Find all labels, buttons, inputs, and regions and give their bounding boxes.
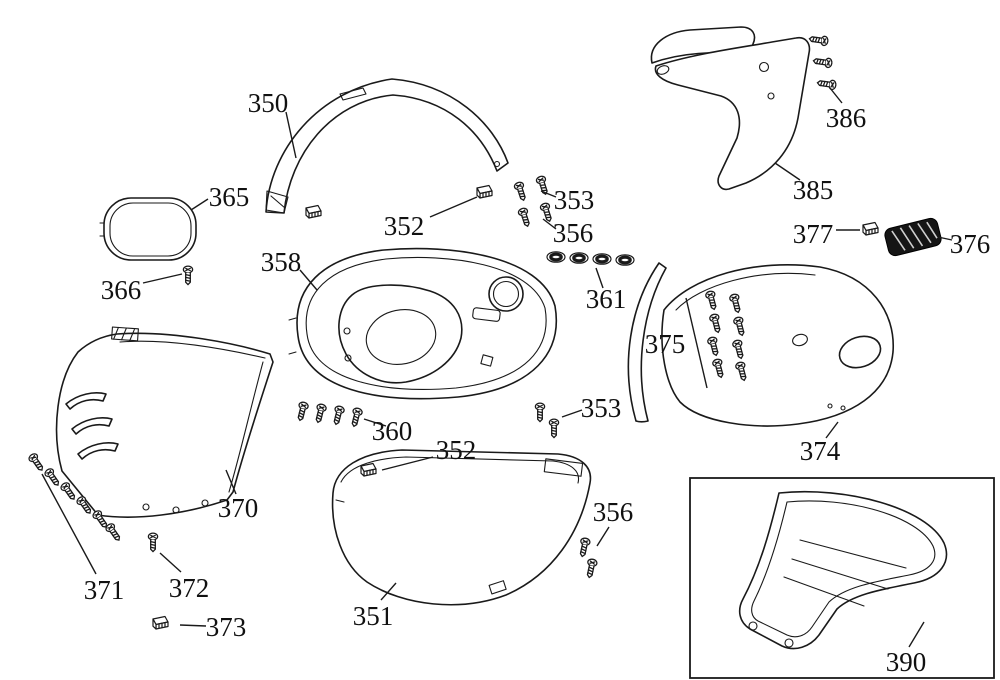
part-label-374: 374: [800, 436, 841, 466]
clip-icon: [360, 462, 377, 477]
leader-lines: [41, 87, 953, 648]
part-376-grille-drawing: [884, 217, 942, 257]
part-label-356-top: 356: [553, 218, 594, 248]
part-label-390: 390: [886, 647, 927, 677]
part-374-side-cover-drawing: [627, 262, 894, 427]
part-label-370: 370: [218, 493, 259, 523]
part-label-375: 375: [645, 329, 686, 359]
part-label-385: 385: [793, 175, 834, 205]
part-label-376: 376: [950, 229, 991, 259]
part-370-front-shield-drawing: [55, 326, 274, 518]
clip-icon: [152, 615, 169, 630]
part-351-lower-cover-drawing: [331, 449, 592, 606]
part-label-365: 365: [209, 182, 250, 212]
part-350-top-cover-drawing: [265, 78, 509, 214]
part-label-386: 386: [826, 103, 867, 133]
part-label-358: 358: [261, 247, 302, 277]
part-label-372: 372: [169, 573, 210, 603]
part-label-377: 377: [793, 219, 834, 249]
part-label-361: 361: [586, 284, 627, 314]
part-390-rack-inset: [689, 477, 995, 679]
part-365-lid-drawing: [99, 197, 197, 261]
part-label-356-bottom: 356: [593, 497, 634, 527]
grille-slats: [891, 221, 938, 251]
clip-icon: [305, 204, 322, 219]
part-label-351: 351: [353, 601, 394, 631]
part-label-373: 373: [206, 612, 247, 642]
part-label-360: 360: [372, 416, 413, 446]
part-labels: 350 365 352 353 356 366 358 361 386 385 …: [84, 88, 991, 677]
part-label-352-bottom: 352: [436, 435, 477, 465]
part-label-352-top: 352: [384, 211, 425, 241]
part-label-353-top: 353: [554, 185, 595, 215]
part-label-353-bottom: 353: [581, 393, 622, 423]
part-label-371: 371: [84, 575, 125, 605]
part-label-366: 366: [101, 275, 142, 305]
clip-icon: [862, 221, 879, 236]
part-358-seat-base-drawing: [288, 247, 557, 400]
part-385-handlebar-cover-drawing: [650, 26, 811, 191]
grille-body: [884, 217, 942, 257]
clip-icon: [476, 184, 493, 199]
part-label-350: 350: [248, 88, 289, 118]
